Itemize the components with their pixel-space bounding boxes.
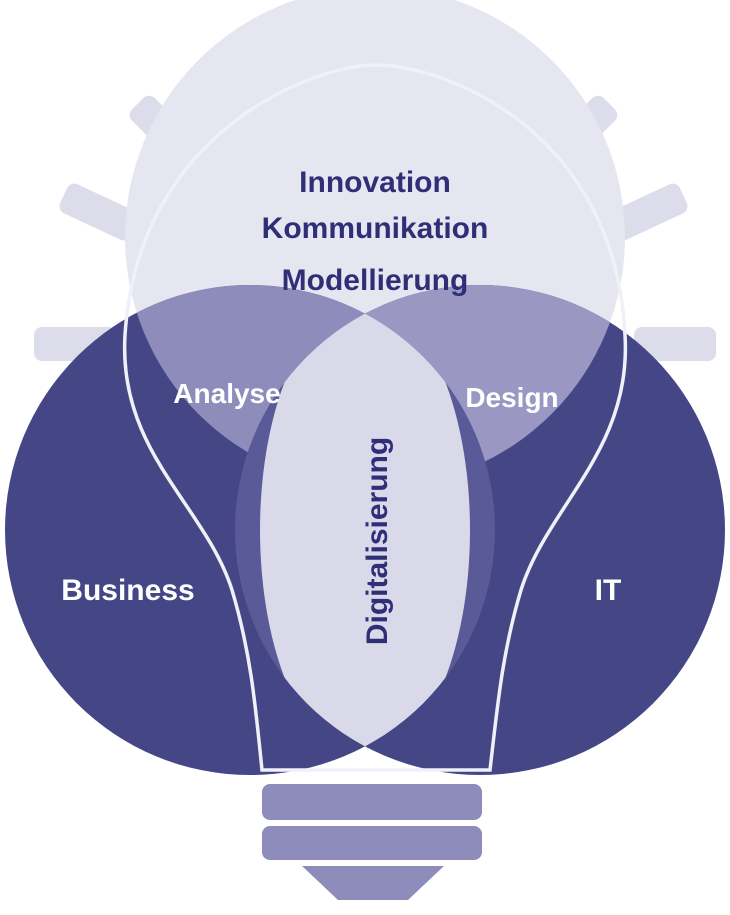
ray bbox=[59, 183, 139, 241]
analyse-label: Analyse bbox=[173, 378, 280, 409]
bulb-outline bbox=[122, 63, 628, 772]
ray bbox=[608, 183, 688, 241]
top-line-1: Innovation bbox=[299, 166, 451, 199]
bulb-base-segment bbox=[262, 826, 482, 860]
it-label: IT bbox=[595, 574, 622, 607]
ray bbox=[634, 327, 716, 361]
digitalisierung-region bbox=[260, 300, 470, 760]
bulb-base bbox=[262, 784, 482, 900]
top-line-3: Modellierung bbox=[282, 264, 469, 297]
labels: Innovation Kommunikation Modellierung An… bbox=[61, 166, 621, 645]
top-line-2: Kommunikation bbox=[262, 212, 489, 245]
bulb-base-tip bbox=[302, 866, 444, 900]
bulb-base-segment bbox=[262, 784, 482, 820]
design-label: Design bbox=[465, 382, 558, 413]
digitalisierung-label: Digitalisierung bbox=[361, 437, 394, 645]
business-label: Business bbox=[61, 574, 194, 607]
